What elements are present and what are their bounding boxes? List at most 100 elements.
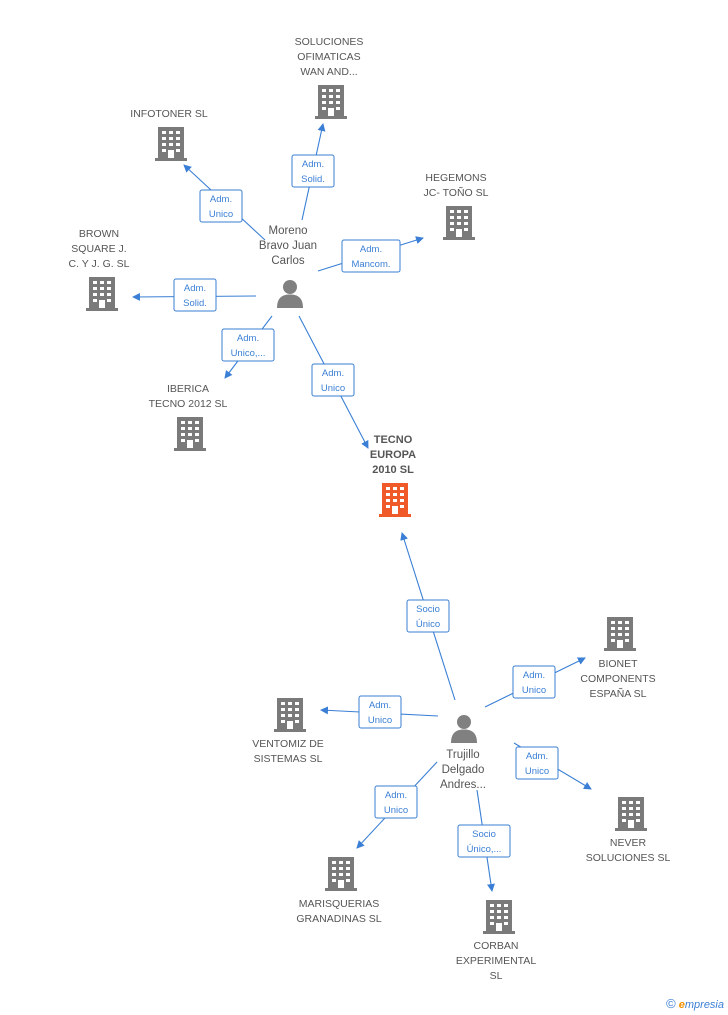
company-node-corban[interactable]: CORBAN EXPERIMENTAL SL bbox=[456, 900, 536, 982]
company-node-hegemons[interactable]: HEGEMONS JC- TOÑO SL bbox=[424, 172, 489, 240]
building-icon bbox=[443, 206, 475, 240]
node-label-line: ESPAÑA SL bbox=[589, 687, 646, 700]
node-label-line: TECNO 2012 SL bbox=[149, 398, 228, 410]
relation-label-text: Socio bbox=[472, 829, 496, 840]
relation-label-text: Adm. bbox=[369, 700, 391, 711]
edge-e1: Adm.Solid. bbox=[291, 123, 335, 221]
person-icon bbox=[451, 715, 477, 743]
node-label-line: MARISQUERIAS bbox=[299, 898, 380, 910]
relation-label[interactable]: Adm.Solid. bbox=[291, 154, 335, 188]
relation-label[interactable]: Adm. Unico bbox=[358, 695, 402, 729]
edge-e11: Adm. Unico bbox=[356, 761, 438, 849]
company-node-ventomiz[interactable]: VENTOMIZ DE SISTEMAS SL bbox=[252, 698, 324, 765]
node-label-line: SISTEMAS SL bbox=[254, 753, 323, 765]
node-label-line: CORBAN bbox=[474, 940, 519, 952]
edge-e2: Adm. Unico bbox=[183, 164, 266, 241]
relation-label[interactable]: Adm. Unico bbox=[515, 746, 559, 780]
node-label-line: JC- TOÑO SL bbox=[424, 186, 489, 199]
relation-label[interactable]: Adm. Unico bbox=[199, 189, 243, 223]
node-label-line: Bravo Juan bbox=[259, 240, 317, 252]
building-icon bbox=[274, 698, 306, 732]
building-icon bbox=[174, 417, 206, 451]
edge-e3: Adm.Mancom. bbox=[317, 236, 424, 273]
company-node-soluciones[interactable]: SOLUCIONES OFIMATICAS WAN AND... bbox=[295, 36, 364, 119]
company-node-never[interactable]: NEVER SOLUCIONES SL bbox=[586, 797, 671, 864]
node-label-line: SOLUCIONES SL bbox=[586, 852, 671, 864]
node-label-line: OFIMATICAS bbox=[297, 51, 360, 63]
building-icon bbox=[604, 617, 636, 651]
building-icon bbox=[483, 900, 515, 934]
company-node-bionet[interactable]: BIONET COMPONENTS ESPAÑA SL bbox=[580, 617, 656, 700]
relation-label-text: Solid. bbox=[183, 298, 207, 309]
relation-label-text: Unico bbox=[209, 209, 233, 220]
center-company-node[interactable]: TECNO EUROPA 2010 SL bbox=[370, 434, 416, 517]
relation-label-text: Unico bbox=[321, 383, 345, 394]
relation-label-text: Socio bbox=[416, 604, 440, 615]
node-label-line: Trujillo bbox=[446, 749, 479, 761]
node-label-line: TECNO bbox=[374, 434, 413, 446]
person-node-trujillo[interactable]: TrujilloDelgadoAndres... bbox=[440, 715, 486, 791]
relation-label-text: Adm. bbox=[523, 670, 545, 681]
company-node-iberica[interactable]: IBERICA TECNO 2012 SL bbox=[149, 383, 228, 451]
node-label-line: GRANADINAS SL bbox=[296, 913, 381, 925]
building-icon bbox=[315, 85, 347, 119]
node-label-line: COMPONENTS bbox=[580, 673, 655, 685]
relation-label-text: Adm. bbox=[385, 790, 407, 801]
edge-e10: Adm. Unico bbox=[513, 742, 592, 790]
node-label-line: C. Y J. G. SL bbox=[69, 258, 130, 270]
edge-e6: Adm. Unico bbox=[298, 315, 369, 449]
node-label-line: Moreno bbox=[269, 225, 308, 237]
relation-label-text: Adm. bbox=[302, 159, 324, 170]
relation-label[interactable]: Adm.Mancom. bbox=[341, 239, 401, 273]
node-label-line: EUROPA bbox=[370, 449, 416, 461]
relation-label[interactable]: Adm. Unico bbox=[311, 363, 355, 397]
node-label-line: Andres... bbox=[440, 779, 486, 791]
node-label-line: BIONET bbox=[598, 658, 638, 670]
node-label-line: WAN AND... bbox=[300, 66, 357, 78]
node-label-line: NEVER bbox=[610, 837, 647, 849]
relation-label-text: Único,... bbox=[467, 844, 502, 855]
relation-label[interactable]: Adm. Solid. bbox=[173, 278, 217, 312]
company-node-brown[interactable]: BROWN SQUARE J. C. Y J. G. SL bbox=[69, 228, 130, 311]
relation-label-text: Adm. bbox=[210, 194, 232, 205]
node-label-line: SOLUCIONES bbox=[295, 36, 364, 48]
relation-label[interactable]: Adm. Unico bbox=[374, 785, 418, 819]
company-node-infotoner[interactable]: INFOTONER SL bbox=[130, 108, 208, 161]
relation-label-text: Unico bbox=[368, 715, 392, 726]
relation-label[interactable]: SocioÚnico,... bbox=[457, 824, 511, 858]
building-icon bbox=[325, 857, 357, 891]
node-label-line: VENTOMIZ DE bbox=[252, 738, 324, 750]
building-icon bbox=[86, 277, 118, 311]
edge-e12: SocioÚnico,... bbox=[457, 789, 511, 892]
relation-label-text: Adm. bbox=[237, 333, 259, 344]
relation-label-text: Unico bbox=[384, 805, 408, 816]
node-label-line: Delgado bbox=[442, 764, 485, 776]
footer-brand: © empresia bbox=[666, 996, 724, 1011]
edge-e5: Adm.Unico,... bbox=[221, 315, 275, 379]
relation-label[interactable]: Adm. Unico bbox=[512, 665, 556, 699]
node-label-line: HEGEMONS bbox=[425, 172, 486, 184]
relation-label-text: Adm. bbox=[526, 751, 548, 762]
relation-label-text: Adm. bbox=[360, 244, 382, 255]
node-label-line: IBERICA bbox=[167, 383, 209, 395]
relation-label[interactable]: Adm.Unico,... bbox=[221, 328, 275, 362]
building-icon bbox=[615, 797, 647, 831]
node-label-line: BROWN bbox=[79, 228, 119, 240]
brand-name: mpresia bbox=[684, 999, 724, 1011]
node-label-line: SQUARE J. bbox=[71, 243, 126, 255]
company-node-marisquerias[interactable]: MARISQUERIAS GRANADINAS SL bbox=[296, 857, 382, 925]
edge-e9: Adm. Unico bbox=[320, 695, 439, 729]
edge-e4: Adm. Solid. bbox=[132, 278, 257, 312]
relation-label-text: Adm. bbox=[184, 283, 206, 294]
brand-initial: e bbox=[678, 999, 685, 1011]
node-label-line: EXPERIMENTAL bbox=[456, 955, 536, 967]
relation-label-text: Adm. bbox=[322, 368, 344, 379]
relation-label-text: Unico bbox=[525, 766, 549, 777]
node-label-line: 2010 SL bbox=[372, 464, 414, 476]
relation-label-text: Unico bbox=[522, 685, 546, 696]
node-label-line: SL bbox=[490, 970, 503, 982]
node-label-line: Carlos bbox=[271, 255, 304, 267]
